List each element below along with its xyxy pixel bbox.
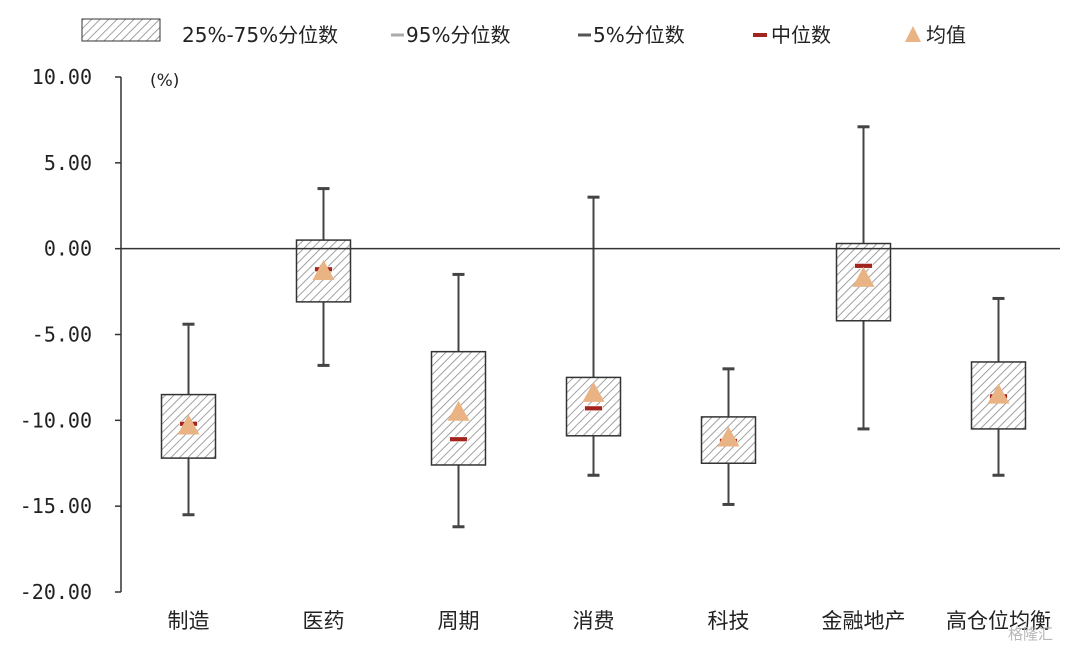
x-category-label: 科技 xyxy=(708,609,750,633)
mean-marker xyxy=(987,383,1010,404)
x-category-label: 周期 xyxy=(438,609,480,633)
legend-mean-label: 均值 xyxy=(926,23,966,47)
legend-box-swatch xyxy=(81,18,161,42)
legend-box-label: 25%-75%分位数 xyxy=(182,23,338,47)
y-tick-label: -10.00 xyxy=(20,408,92,432)
y-axis-ticks: 10.00 5.00 0.00 -5.00 -10.00 -15.00 -20.00 xyxy=(20,65,121,604)
legend: 25%-75%分位数 95%分位数 5%分位数 中位数 均值 xyxy=(81,18,966,47)
y-tick-label: -20.00 xyxy=(20,580,92,604)
y-tick-label: 5.00 xyxy=(44,151,92,175)
plot-area xyxy=(121,125,1060,529)
x-category-label: 医药 xyxy=(303,609,345,633)
x-axis-labels: 制造 医药 周期 消费 科技 金融地产 高仓位均衡 xyxy=(168,609,1052,633)
x-category-label: 制造 xyxy=(168,609,210,633)
box-group xyxy=(430,272,487,529)
legend-mean-swatch xyxy=(905,26,921,42)
mean-marker xyxy=(717,426,740,447)
box-group xyxy=(835,125,892,431)
watermark: 格隆汇 xyxy=(1008,625,1053,643)
mean-marker xyxy=(177,414,200,435)
mean-marker xyxy=(852,266,875,287)
box-group xyxy=(565,195,622,477)
box-group xyxy=(970,296,1027,477)
median-marker xyxy=(584,405,603,412)
mean-marker xyxy=(582,381,605,402)
box-group xyxy=(295,187,352,367)
iqr-box xyxy=(835,242,892,322)
box-group xyxy=(160,322,217,517)
unit-label: (%) xyxy=(150,71,179,91)
legend-median-label: 中位数 xyxy=(771,23,831,47)
legend-p95-label: 95%分位数 xyxy=(406,23,510,47)
y-tick-label: 0.00 xyxy=(44,237,92,261)
box-group xyxy=(700,367,757,506)
y-tick-label: 10.00 xyxy=(32,65,92,89)
mean-marker xyxy=(447,400,470,421)
legend-p5-label: 5%分位数 xyxy=(593,23,685,47)
x-category-label: 金融地产 xyxy=(822,609,906,633)
y-tick-label: -5.00 xyxy=(32,323,92,347)
x-category-label: 消费 xyxy=(573,609,615,633)
x-category-label: 高仓位均衡 xyxy=(946,609,1051,633)
median-marker xyxy=(449,436,468,443)
mean-marker xyxy=(312,259,335,280)
y-tick-label: -15.00 xyxy=(20,494,92,518)
